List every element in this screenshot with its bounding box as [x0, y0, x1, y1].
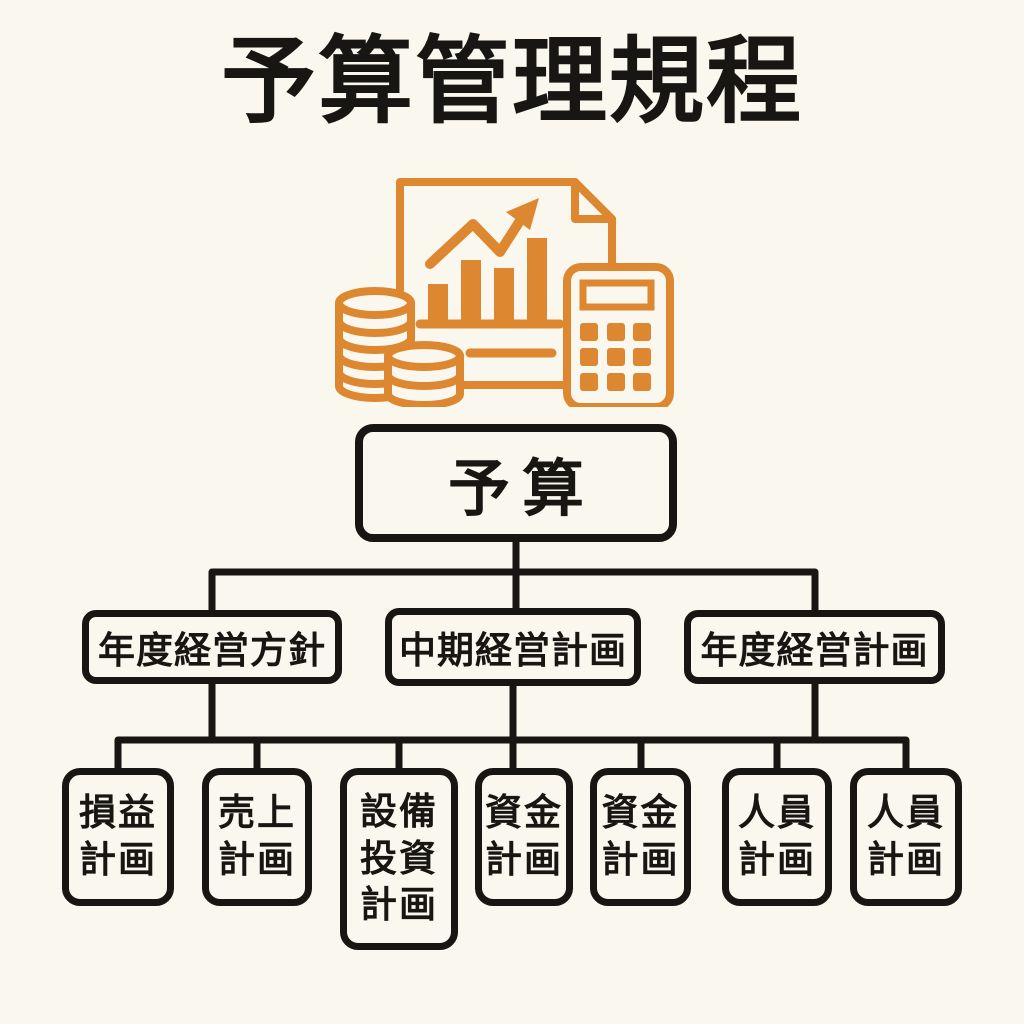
node-personnel-plan-1: 人員 計画: [722, 768, 832, 906]
budget-finance-icon: [330, 172, 675, 411]
node-sales-plan: 売上 計画: [202, 768, 312, 906]
bar-chart-bars: [428, 198, 547, 322]
budget-finance-icon-svg: [335, 178, 674, 411]
node-budget: 予算: [355, 424, 677, 542]
node-capex-plan: 設備 投資 計画: [340, 768, 458, 950]
coins-icon: [335, 287, 464, 409]
node-funding-plan-2: 資金 計画: [590, 768, 691, 906]
node-annual-policy: 年度経営方針: [82, 610, 342, 684]
node-personnel-plan-2: 人員 計画: [850, 768, 962, 906]
node-profit-loss-plan: 損益 計画: [62, 768, 174, 906]
node-funding-plan-1: 資金 計画: [475, 768, 573, 906]
calculator-icon: [563, 263, 674, 411]
page-title: 予算管理規程: [220, 27, 803, 137]
node-annual-plan: 年度経営計画: [684, 610, 945, 684]
node-midterm-plan: 中期経営計画: [385, 608, 641, 686]
document-chart-icon: [396, 178, 616, 389]
